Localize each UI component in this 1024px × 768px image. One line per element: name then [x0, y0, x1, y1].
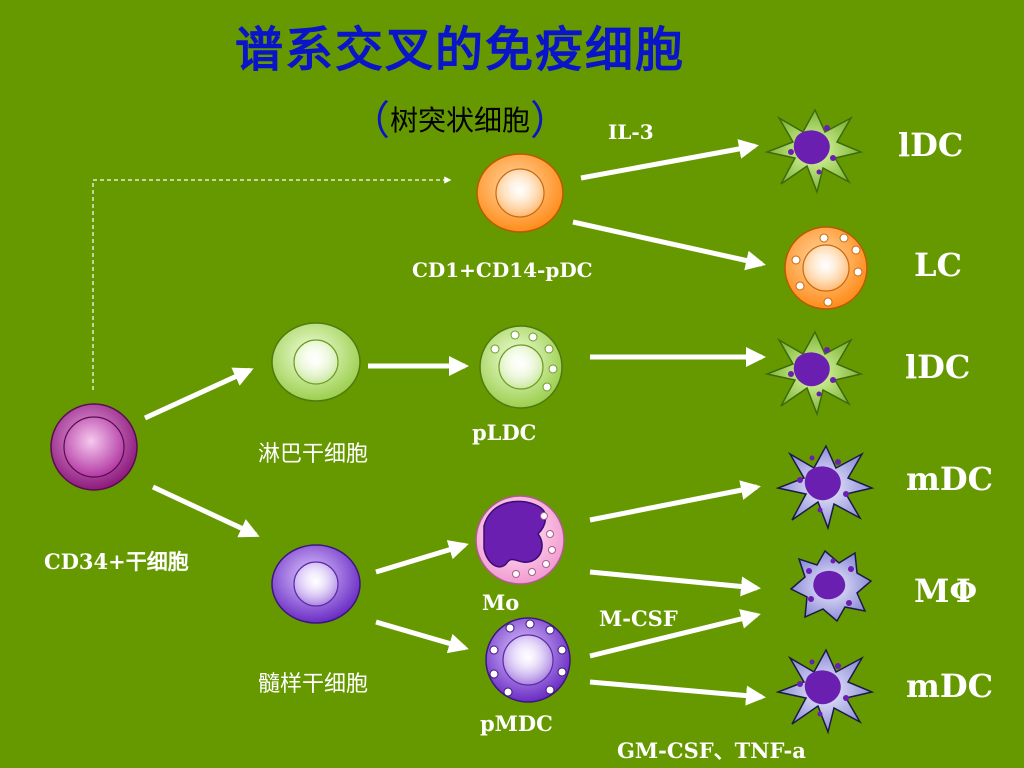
subtitle-open-paren: （	[349, 98, 390, 144]
label-lymphoid-stem-cell: 淋巴干细胞	[258, 442, 369, 467]
macrophage-cell-icon	[790, 550, 872, 622]
arrow-myeloid-to-pmdc	[375, 619, 469, 654]
stem-cell-icon	[50, 403, 138, 491]
label-stem-cell: CD34+干细胞	[44, 549, 189, 574]
ldc-mid-cell-icon	[766, 331, 862, 415]
page-title: 谱系交叉的免疫细胞	[234, 22, 685, 78]
dashed-path-arrow	[92, 176, 452, 390]
label-il3: IL-3	[608, 120, 654, 144]
arrow-stem-to-lymphoid	[143, 367, 254, 421]
label-macrophage: MΦ	[914, 572, 978, 610]
arrow-mo-to-macrophage	[589, 569, 761, 597]
arrow-pdc-to-ldc	[580, 139, 759, 181]
label-pdc-cell: CD1+CD14-pDC	[412, 258, 593, 282]
mdc-top-cell-icon	[777, 445, 873, 529]
label-mdc-bottom: mDC	[906, 667, 994, 705]
ldc-top-cell-icon	[766, 109, 862, 193]
subtitle-text: 树突状细胞	[389, 104, 530, 137]
label-mcsf: M-CSF	[599, 606, 678, 631]
label-ldc-top: lDC	[898, 126, 964, 164]
lymphoid-stem-cell-icon	[271, 322, 361, 402]
arrows	[143, 139, 766, 706]
label-ldc-mid: lDC	[905, 348, 971, 386]
arrow-myeloid-to-mo	[375, 540, 469, 575]
label-myeloid-stem-cell: 髓样干细胞	[258, 672, 369, 697]
myeloid-stem-cell-icon	[271, 544, 361, 624]
label-pldc-cell: pLDC	[472, 420, 537, 445]
arrow-pdc-to-lc	[572, 219, 766, 271]
subtitle-close-paren: ）	[530, 98, 570, 144]
lc-cell-icon	[784, 226, 868, 310]
arrow-mo-to-mdc	[589, 480, 761, 523]
pldc-cell-icon	[479, 325, 563, 409]
monocyte-cell-icon	[475, 495, 565, 585]
arrow-pmdc-to-macrophage	[589, 609, 761, 659]
label-lc: LC	[914, 246, 962, 284]
pmdc-cell-icon	[485, 617, 571, 703]
label-gmcsf-tnf: GM-CSF、TNF-a	[617, 738, 806, 763]
page-subtitle: （树突状细胞）	[0, 88, 920, 146]
arrow-pmdc-to-mdc	[589, 679, 766, 706]
pdc-cell-icon	[476, 153, 564, 233]
label-mo-cell: Mo	[482, 590, 520, 615]
mdc-bottom-cell-icon	[777, 649, 873, 733]
label-pmdc-cell: pMDC	[480, 711, 553, 736]
label-mdc-top: mDC	[906, 460, 994, 498]
arrow-stem-to-myeloid	[151, 484, 260, 538]
